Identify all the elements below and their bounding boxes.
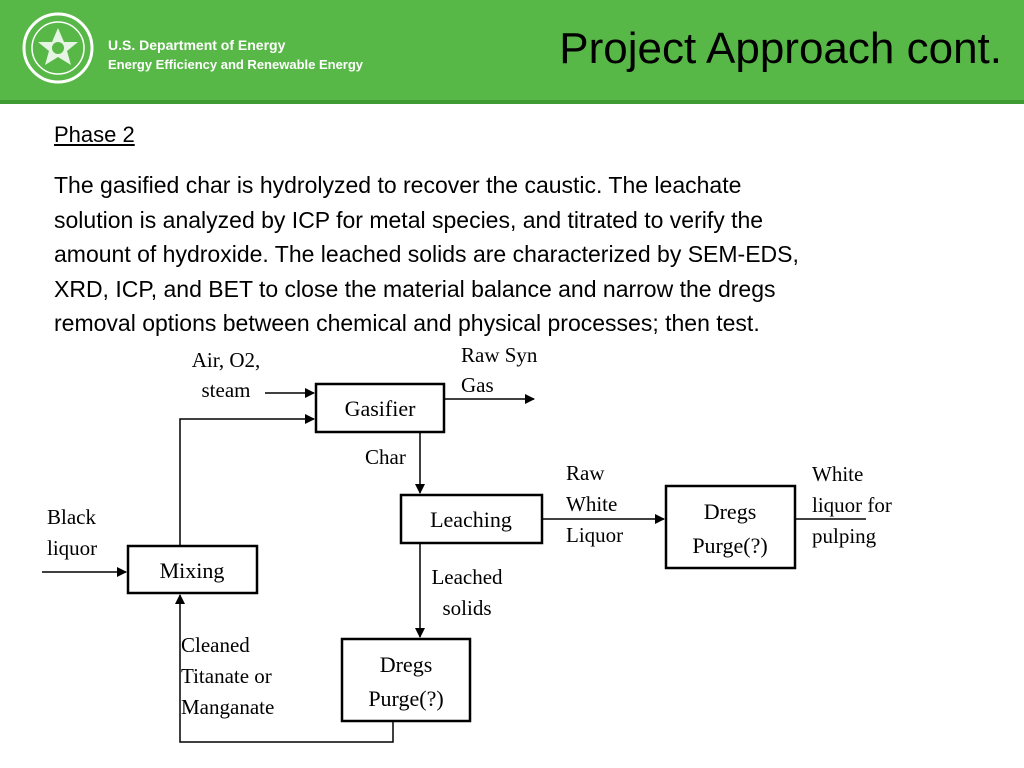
raw-syn-gas-label-2: Gas: [461, 373, 494, 397]
agency-line-2: Energy Efficiency and Renewable Energy: [108, 57, 364, 72]
dregs-purge-bottom-box: [340, 637, 472, 723]
leaching-label: Leaching: [430, 507, 512, 532]
header-bar: U.S. Department of Energy Energy Efficie…: [0, 0, 1024, 104]
dregs-purge-bottom-label-1: Dregs: [380, 652, 433, 677]
raw-white-liquor-label-3: Liquor: [566, 523, 623, 547]
agency-line-1: U.S. Department of Energy: [108, 37, 286, 53]
paragraph-line: XRD, ICP, and BET to close the material …: [54, 275, 776, 302]
dregs-purge-bottom-label-2: Purge(?): [368, 686, 443, 711]
dregs-purge-right-box: [664, 484, 797, 570]
cleaned-titanate-label-1: Cleaned: [181, 633, 250, 657]
raw-white-liquor-label-1: Raw: [566, 461, 605, 485]
leached-solids-label-2: solids: [442, 596, 491, 620]
arrow-mixing-to-gasifier: [179, 414, 315, 546]
doe-seal-icon: [22, 12, 94, 84]
body-paragraph: The gasified char is hydrolyzed to recov…: [54, 168, 1004, 341]
paragraph-line: solution is analyzed by ICP for metal sp…: [54, 206, 764, 233]
black-liquor-label-1: Black: [47, 505, 96, 529]
paragraph-line: removal options between chemical and phy…: [54, 310, 760, 336]
slide-title: Project Approach cont.: [559, 24, 1002, 73]
air-o2-label-1: Air, O2,: [192, 348, 261, 372]
black-liquor-label-2: liquor: [47, 536, 97, 560]
cleaned-titanate-label-2: Titanate or: [181, 664, 272, 688]
arrow-dregs-bottom-to-mixing: [175, 594, 394, 743]
paragraph-line: The gasified char is hydrolyzed to recov…: [54, 172, 742, 198]
agency-name: U.S. Department of Energy Energy Efficie…: [108, 36, 363, 74]
raw-white-liquor-label-2: White: [566, 492, 617, 516]
white-liquor-pulping-label-1: White: [812, 462, 863, 486]
air-o2-label-2: steam: [202, 378, 251, 402]
white-liquor-pulping-label-2: liquor for: [812, 493, 892, 517]
char-label: Char: [365, 445, 406, 469]
mixing-label: Mixing: [160, 558, 225, 583]
dregs-purge-right-label-1: Dregs: [704, 499, 757, 524]
cleaned-titanate-label-3: Manganate: [181, 695, 274, 719]
raw-syn-gas-label-1: Raw Syn: [461, 343, 538, 367]
gasifier-label: Gasifier: [345, 396, 417, 421]
paragraph-line: amount of hydroxide. The leached solids …: [54, 241, 799, 267]
phase-heading: Phase 2: [54, 122, 135, 147]
leached-solids-label-1: Leached: [431, 565, 503, 589]
white-liquor-pulping-label-3: pulping: [812, 524, 877, 548]
dregs-purge-right-label-2: Purge(?): [692, 533, 767, 558]
gasifier-box: [314, 382, 446, 434]
mixing-box: [126, 544, 259, 595]
